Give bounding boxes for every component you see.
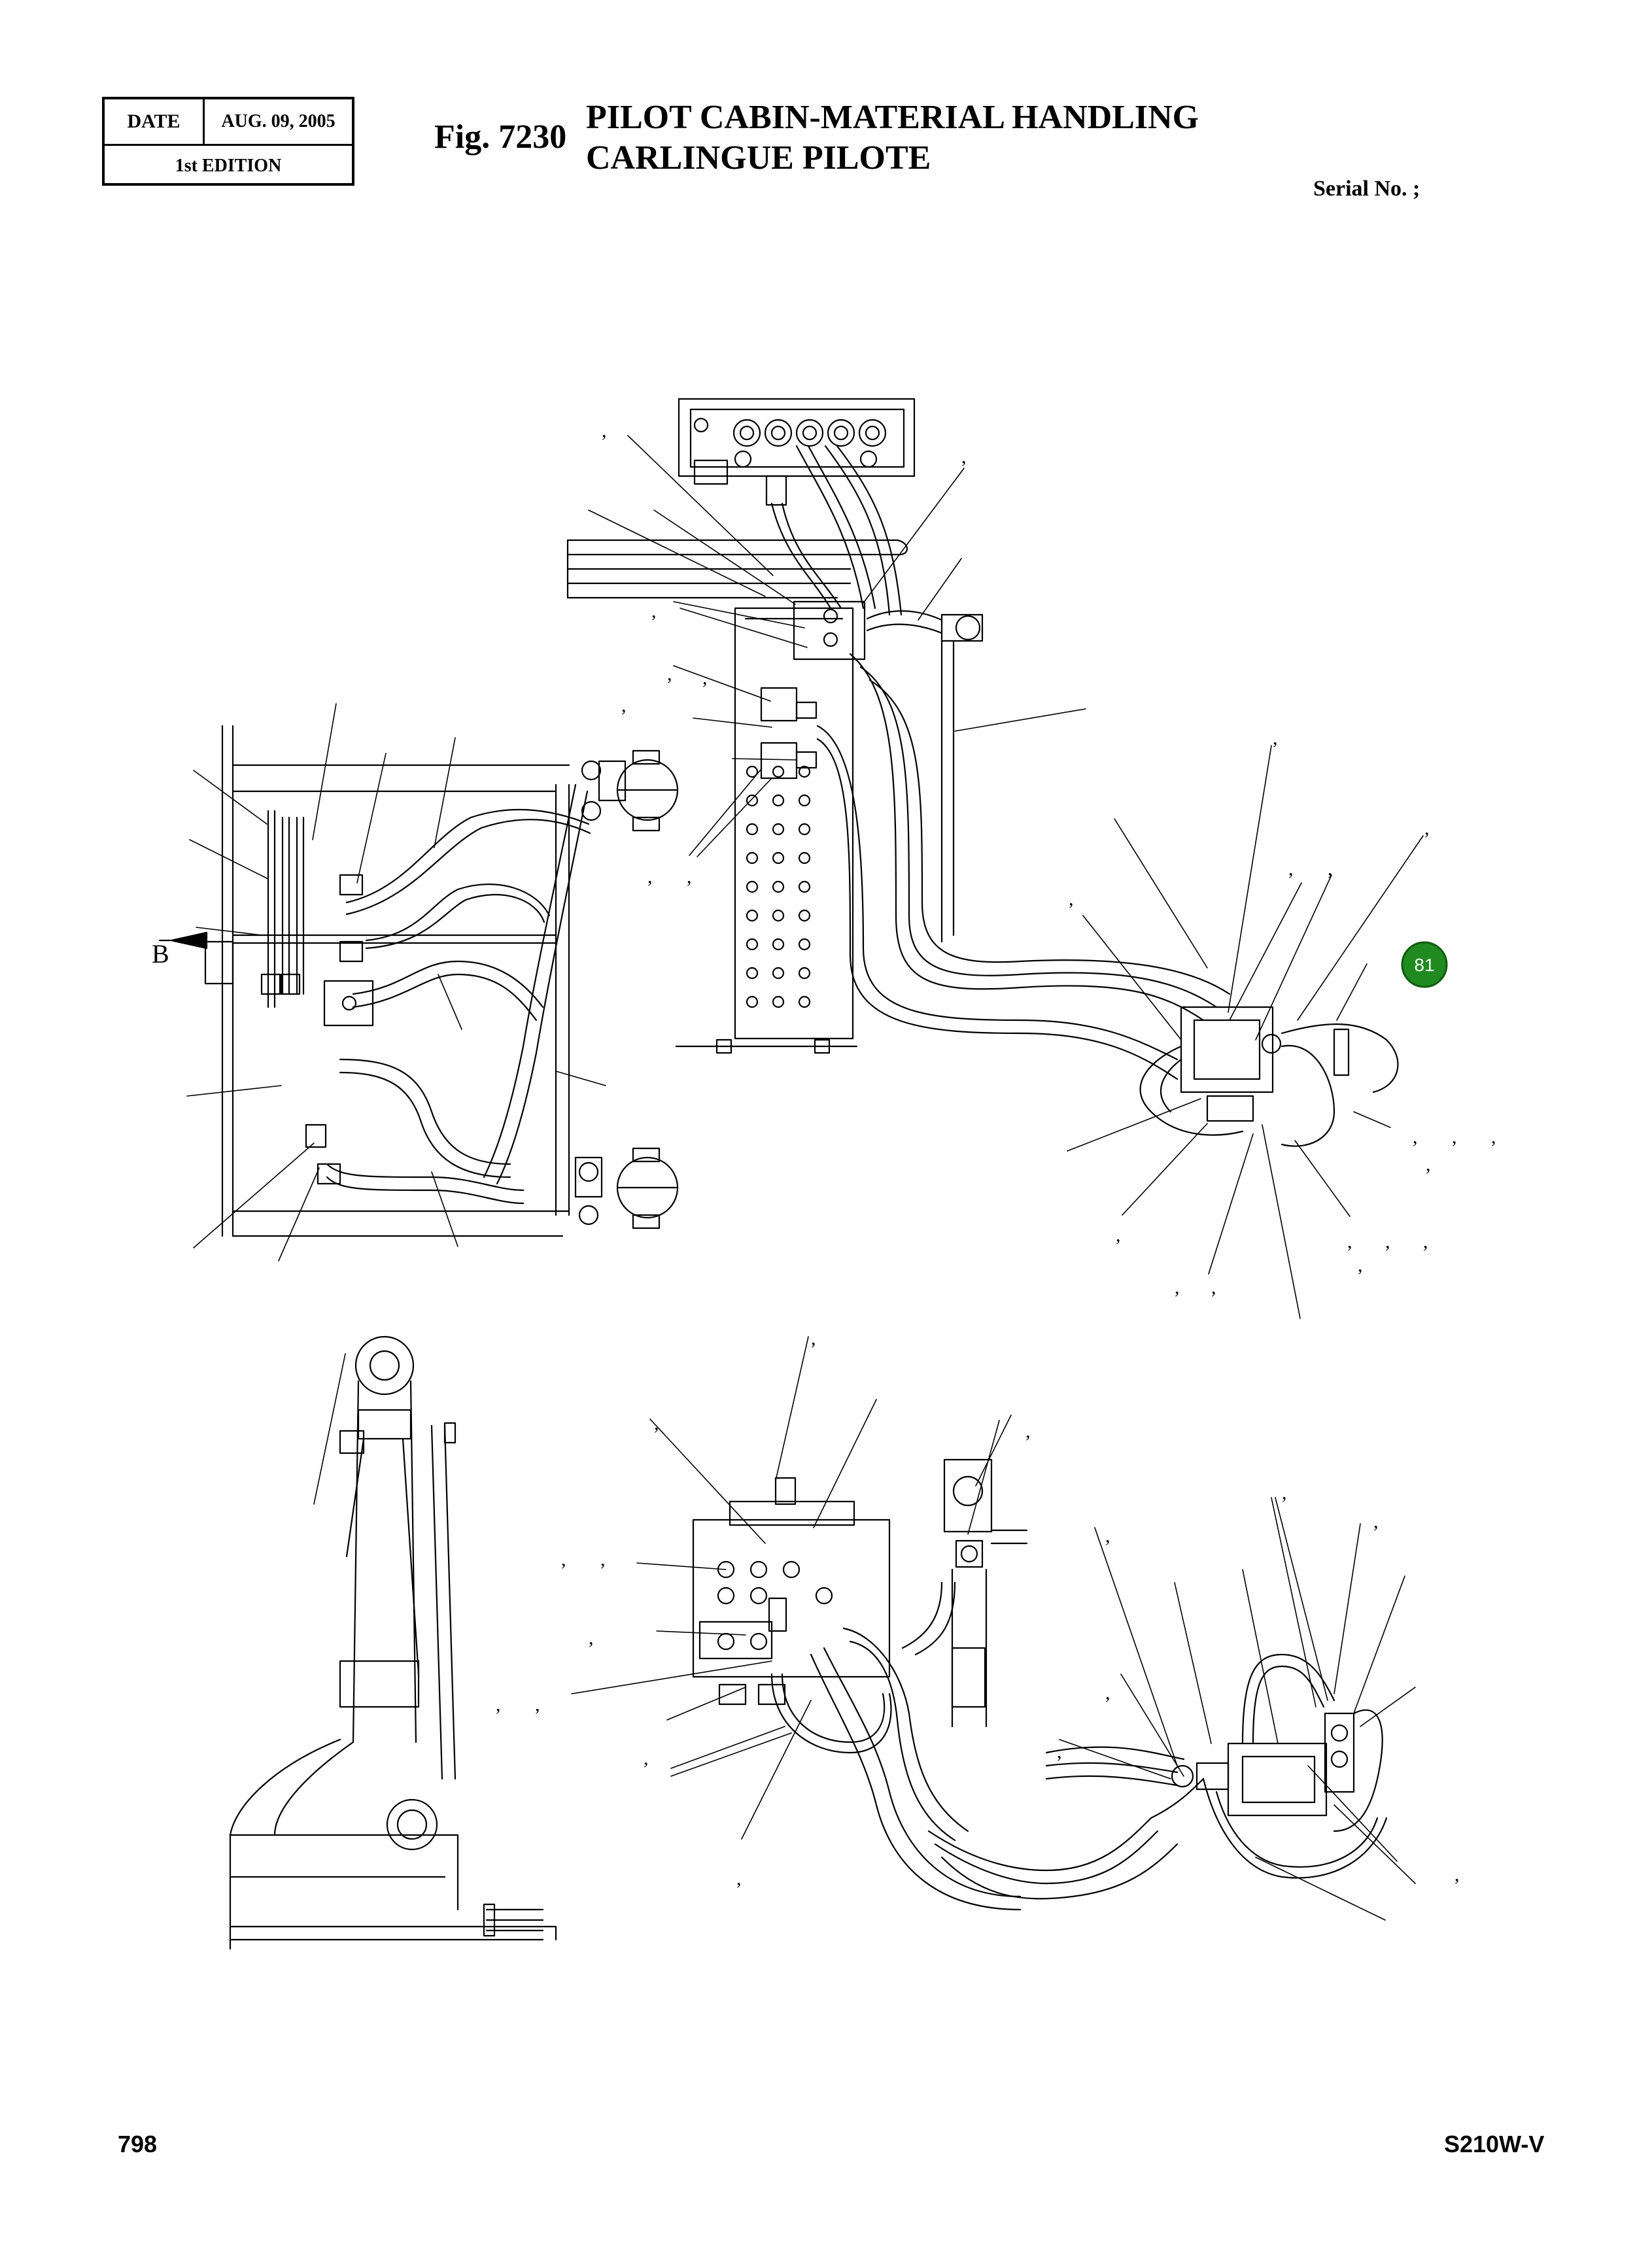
- svg-text:,: ,: [602, 420, 607, 441]
- valve-ports: [732, 419, 887, 468]
- left-hose-network: [326, 783, 591, 1205]
- svg-text:,: ,: [621, 695, 627, 716]
- leader-lines-lower: [313, 1336, 1416, 1921]
- svg-text:,: ,: [1358, 1254, 1363, 1276]
- svg-text:,: ,: [1288, 858, 1294, 880]
- svg-text:,: ,: [1105, 1525, 1110, 1547]
- svg-text:,: ,: [496, 1694, 501, 1715]
- view-b-label: B: [152, 939, 169, 969]
- svg-text:,: ,: [1454, 1864, 1460, 1885]
- boom-cylinder: [339, 1335, 456, 1851]
- title-french: CARLINGUE PILOTE: [586, 139, 931, 177]
- title-english: PILOT CABIN-MATERIAL HANDLING: [586, 99, 1199, 136]
- lower-valve-stand: [943, 1458, 1028, 1728]
- pilot-valve-block: [678, 398, 916, 506]
- upper-rails: [566, 539, 908, 599]
- date-label: DATE: [105, 99, 205, 144]
- edition-label: 1st EDITION: [175, 155, 282, 176]
- date-edition-box: DATE AUG. 09, 2005 1st EDITION: [102, 97, 354, 186]
- svg-text:,: ,: [589, 1627, 594, 1649]
- svg-text:,: ,: [1423, 1231, 1428, 1252]
- view-b-arrow: [158, 931, 208, 950]
- leader-lines-top: [588, 435, 1424, 1319]
- left-panel-frame: [204, 725, 570, 1237]
- model-number: S210W-V: [1444, 2131, 1545, 2157]
- figure-number: Fig. 7230: [434, 118, 567, 156]
- svg-text:,: ,: [1452, 1126, 1457, 1148]
- svg-text:,: ,: [1273, 727, 1278, 749]
- accumulator-lower: [574, 1147, 679, 1229]
- svg-text:,: ,: [1282, 1482, 1287, 1503]
- reference-marks: , , , , , , , , , , , , , , , , , , , , …: [496, 420, 1496, 1889]
- mounting-plate: [675, 607, 858, 1054]
- serial-number: Serial No. ;: [1313, 177, 1420, 201]
- vertical-tubes-left: [260, 810, 305, 1008]
- svg-text:,: ,: [561, 1549, 566, 1570]
- page-number: 798: [118, 2131, 158, 2157]
- svg-text:,: ,: [600, 1549, 606, 1570]
- svg-text:,: ,: [667, 663, 672, 685]
- svg-text:,: ,: [1069, 888, 1074, 910]
- date-value: AUG. 09, 2005: [221, 111, 336, 131]
- svg-text:,: ,: [1105, 1682, 1110, 1704]
- plate-valves: [760, 600, 984, 780]
- lower-frame: [229, 1738, 557, 1950]
- leader-lines-left: [186, 703, 606, 1262]
- left-valve-block: [305, 874, 374, 1185]
- hose-bundle-top: [816, 640, 1231, 1080]
- svg-text:,: ,: [1373, 1511, 1379, 1532]
- lower-tube: [483, 1903, 544, 1937]
- svg-text:,: ,: [1025, 1420, 1031, 1442]
- svg-text:,: ,: [1413, 1126, 1418, 1148]
- callout-81[interactable]: 81: [1401, 941, 1448, 988]
- svg-text:,: ,: [687, 866, 692, 887]
- svg-text:,: ,: [736, 1868, 742, 1889]
- pilot-hoses: [770, 445, 903, 616]
- control-valve-right: [1139, 1006, 1399, 1147]
- svg-text:,: ,: [1385, 1231, 1390, 1252]
- svg-text:,: ,: [1491, 1126, 1496, 1148]
- svg-text:,: ,: [647, 866, 653, 887]
- svg-text:,: ,: [1328, 858, 1333, 880]
- svg-text:,: ,: [702, 667, 708, 689]
- svg-text:,: ,: [535, 1694, 540, 1715]
- main-control-valve: [692, 1477, 891, 1706]
- lower-right-valve: [1045, 1653, 1383, 1832]
- svg-text:,: ,: [1426, 1154, 1431, 1175]
- accumulator-upper: [581, 749, 679, 832]
- svg-text:,: ,: [654, 1413, 659, 1434]
- svg-text:,: ,: [1347, 1231, 1352, 1252]
- svg-text:,: ,: [651, 600, 657, 622]
- svg-text:,: ,: [1211, 1277, 1216, 1298]
- svg-text:,: ,: [1116, 1224, 1121, 1246]
- lower-hose-network: [770, 1581, 1388, 1911]
- svg-text:,: ,: [961, 446, 967, 468]
- svg-text:,: ,: [1175, 1277, 1180, 1298]
- svg-text:,: ,: [1424, 817, 1430, 839]
- svg-text:,: ,: [811, 1328, 816, 1349]
- callout-81-label: 81: [1414, 955, 1434, 975]
- svg-text:,: ,: [644, 1747, 649, 1769]
- plate-holes: [746, 765, 811, 1008]
- svg-text:,: ,: [1057, 1741, 1062, 1762]
